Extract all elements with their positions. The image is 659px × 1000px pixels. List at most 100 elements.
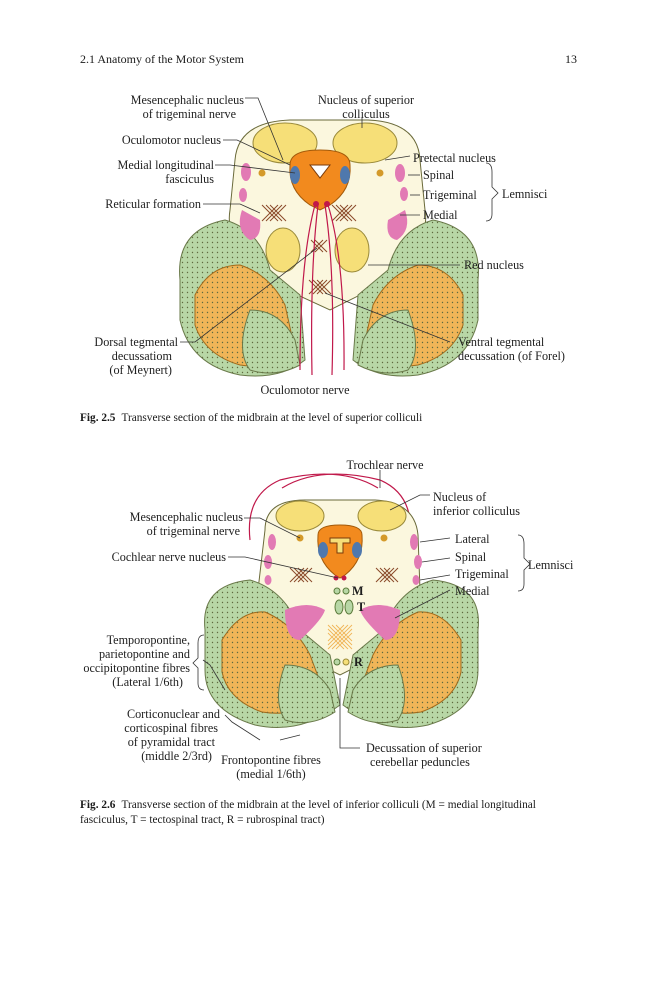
tectospinal-tract-right	[344, 599, 354, 615]
label-inf-colliculus-2: inferior colliculus	[433, 504, 520, 518]
decussation-superior-cerebellar-peduncles	[327, 624, 353, 650]
cerebral-aqueduct	[329, 537, 351, 554]
label-cortico-1: Corticonuclear and	[127, 707, 220, 721]
label-mlf-2: fasciculus	[165, 172, 214, 186]
label-fronto-1: Frontopontine fibres	[221, 753, 321, 767]
figure-2-6-caption-text: Transverse section of the midbrain at th…	[80, 799, 536, 826]
figure-2-5-caption: Fig. 2.5 Transverse section of the midbra…	[80, 411, 580, 426]
trigeminal-lemniscus-left	[264, 575, 272, 585]
running-header-section: 2.1 Anatomy of the Motor System	[80, 52, 244, 66]
label-temporo-2: parietopontine and	[99, 647, 190, 661]
mlf-right	[352, 542, 362, 558]
tectospinal-tract-left	[334, 599, 344, 615]
label-oculomotor-nerve: Oculomotor nerve	[260, 383, 349, 397]
mlf-tract-left	[333, 587, 341, 595]
medial-lemniscus-right	[360, 605, 400, 640]
label-t: T	[357, 600, 365, 614]
red-nucleus-left	[265, 227, 301, 273]
label-inf-colliculus-1: Nucleus of	[433, 490, 487, 504]
reticular-formation-right	[375, 567, 399, 583]
medial-lemniscus-right	[387, 210, 408, 240]
red-nucleus-right	[334, 227, 370, 273]
dorsal-tegmental-decussation	[310, 239, 328, 253]
label-mes-nucleus-2: of trigeminal nerve	[143, 107, 236, 121]
label-red-nucleus: Red nucleus	[464, 258, 524, 272]
figure-2-5-caption-label: Fig. 2.5	[80, 412, 116, 424]
label-pretectal-nucleus: Pretectal nucleus	[413, 151, 496, 165]
label-oculomotor-nucleus: Oculomotor nucleus	[122, 133, 221, 147]
trigeminal-lemniscus-right	[400, 187, 408, 201]
medial-lemniscus-left	[239, 210, 261, 240]
right-cerebral-peduncle	[352, 219, 479, 377]
oculomotor-nucleus-complex	[289, 149, 351, 211]
label-medial: Medial	[455, 584, 490, 598]
label-cortico-4: (middle 2/3rd)	[141, 749, 212, 763]
label-spinal: Spinal	[423, 168, 455, 182]
label-dorsal-2: decussatiom	[112, 349, 173, 363]
fig25-leader-lines	[180, 97, 460, 343]
trochlear-nucleus-dot-left	[333, 575, 339, 581]
left-cerebral-peduncle	[179, 219, 306, 377]
label-spinal: Spinal	[455, 550, 487, 564]
spinal-lemniscus-right	[395, 164, 405, 182]
lemnisci-bracket	[517, 534, 531, 592]
right-cerebral-peduncle	[342, 579, 479, 728]
figure-2-5-diagram: Mesencephalic nucleus of trigeminal nerv…	[94, 93, 565, 397]
rubrospinal-tract-left	[333, 658, 341, 666]
label-medial: Medial	[423, 208, 458, 222]
page-number: 13	[565, 52, 577, 66]
medial-lemniscus-left	[285, 605, 325, 640]
figure-2-6: M T R Trochlear nerve Nucleus of inferio…	[0, 450, 659, 790]
fig26-leader-lines	[202, 470, 451, 749]
superior-colliculus-right	[332, 122, 398, 164]
mes-nucleus-right	[380, 534, 388, 542]
mlf-right	[340, 166, 350, 184]
spinal-lemniscus-left	[241, 163, 251, 181]
rubrospinal-tract-right	[342, 658, 350, 666]
label-ventral-1: Ventral tegmental	[458, 335, 545, 349]
label-fronto-2: (medial 1/6th)	[236, 767, 305, 781]
label-decussation-2: cerebellar peduncles	[370, 755, 470, 769]
reticular-formation-right	[331, 204, 357, 222]
label-cortico-3: of pyramidal tract	[128, 735, 216, 749]
trochlear-nucleus-dot-right	[341, 575, 347, 581]
cerebral-aqueduct	[308, 164, 332, 179]
label-lemnisci: Lemnisci	[528, 558, 574, 572]
mlf-left	[290, 166, 300, 184]
label-mes-nucleus-2: of trigeminal nerve	[147, 524, 240, 538]
oculomotor-nerve-fibres	[299, 204, 345, 376]
figure-2-5: Mesencephalic nucleus of trigeminal nerv…	[0, 80, 659, 400]
label-ventral-2: decussation (of Forel)	[458, 349, 565, 363]
label-temporo-1: Temporopontine,	[107, 633, 190, 647]
label-r: R	[354, 655, 363, 669]
label-sup-colliculus-1: Nucleus of superior	[318, 93, 414, 107]
label-reticular-formation: Reticular formation	[105, 197, 201, 211]
figure-2-5-caption-text: Transverse section of the midbrain at th…	[121, 412, 423, 424]
label-cortico-2: corticospinal fibres	[124, 721, 218, 735]
trigeminal-lemniscus-right	[412, 575, 420, 585]
label-cochlear-nerve-nucleus: Cochlear nerve nucleus	[112, 550, 227, 564]
lemnisci-bracket	[485, 162, 499, 222]
oculomotor-nucleus-dot-left	[313, 201, 319, 207]
oculomotor-nucleus-dot-right	[324, 201, 330, 207]
label-sup-colliculus-2: colliculus	[342, 107, 390, 121]
label-trigeminal: Trigeminal	[455, 567, 509, 581]
label-m: M	[352, 584, 364, 598]
ventral-tegmental-decussation	[308, 279, 332, 295]
inferior-colliculus-left	[275, 500, 325, 532]
label-lemnisci: Lemnisci	[502, 187, 548, 201]
label-temporo-3: occipitopontine fibres	[83, 661, 190, 675]
label-trochlear-nerve: Trochlear nerve	[346, 458, 423, 472]
label-mes-nucleus-1: Mesencephalic nucleus	[131, 93, 245, 107]
lateral-lemniscus-right	[410, 534, 418, 550]
left-cerebral-peduncle	[204, 579, 341, 728]
reticular-formation-left	[289, 567, 313, 583]
label-dorsal-3: (of Meynert)	[109, 363, 172, 377]
lateral-lemniscus-left	[268, 534, 276, 550]
figure-2-6-diagram: M T R Trochlear nerve Nucleus of inferio…	[83, 458, 574, 781]
pretectal-nucleus-left	[258, 169, 266, 177]
trigeminal-lemniscus-left	[239, 188, 247, 202]
label-mlf-1: Medial longitudinal	[118, 158, 215, 172]
spinal-lemniscus-right	[414, 555, 422, 569]
